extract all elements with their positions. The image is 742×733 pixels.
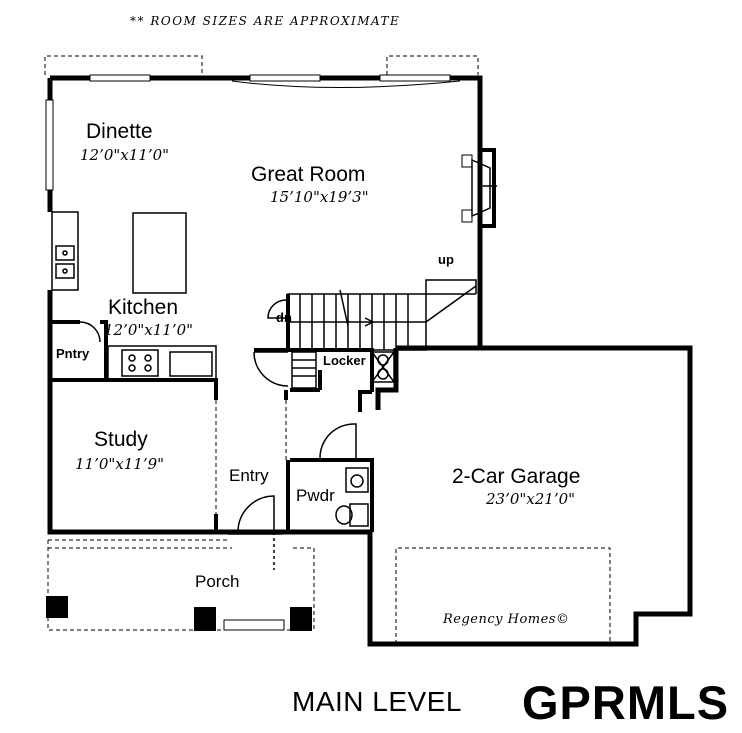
- powder-room: [290, 390, 374, 532]
- powder-fixtures: [319, 423, 369, 527]
- dinette-size: 12’0"x11’0": [80, 146, 170, 164]
- garage-size: 23’0"x21’0": [486, 490, 576, 508]
- powder-label: Pwdr: [296, 486, 335, 505]
- closet-door: [253, 351, 289, 387]
- porch-outline: [47, 539, 315, 631]
- laundry-hookup: [371, 351, 395, 383]
- entry-door: [228, 495, 282, 570]
- great-room-size: 15’10"x19’3": [270, 188, 369, 206]
- roof-overhang-lines: [44, 55, 479, 75]
- dinette-label: Dinette: [86, 120, 153, 143]
- kitchen-island: [132, 212, 187, 294]
- locker-label: Locker: [323, 353, 366, 368]
- staircase: [287, 279, 477, 351]
- builder-credit: Regency Homes©: [443, 612, 570, 627]
- study-walls: [50, 378, 218, 532]
- study-size: 11’0"x11’9": [75, 455, 165, 473]
- great-room-label: Great Room: [251, 163, 366, 186]
- garage-walls: [367, 345, 693, 647]
- kitchen-label: Kitchen: [108, 296, 179, 319]
- porch-columns: [46, 596, 312, 631]
- stair-down-door: [267, 299, 287, 319]
- fireplace: [461, 148, 497, 228]
- main-level-title: MAIN LEVEL: [292, 686, 462, 717]
- gprmls-logo: GPRMLS: [522, 676, 730, 729]
- garage-label: 2-Car Garage: [452, 465, 581, 488]
- stair-up-label: up: [438, 252, 454, 267]
- top-windows: [89, 74, 461, 88]
- pantry-label: Pntry: [56, 346, 90, 361]
- locker-bench: [291, 351, 317, 389]
- approximate-note: ** ROOM SIZES ARE APPROXIMATE: [130, 14, 401, 28]
- garage-door-opening: [395, 547, 611, 644]
- kitchen-counter-bottom: [107, 345, 217, 381]
- entry-label: Entry: [229, 466, 269, 485]
- study-label: Study: [94, 428, 148, 451]
- porch-label: Porch: [195, 572, 240, 591]
- kitchen-counter-left: [51, 211, 79, 291]
- left-window: [45, 99, 54, 191]
- pantry: [50, 320, 108, 378]
- stair-down-label: dn: [276, 310, 292, 325]
- kitchen-size: 12’0"x11’0": [104, 321, 194, 339]
